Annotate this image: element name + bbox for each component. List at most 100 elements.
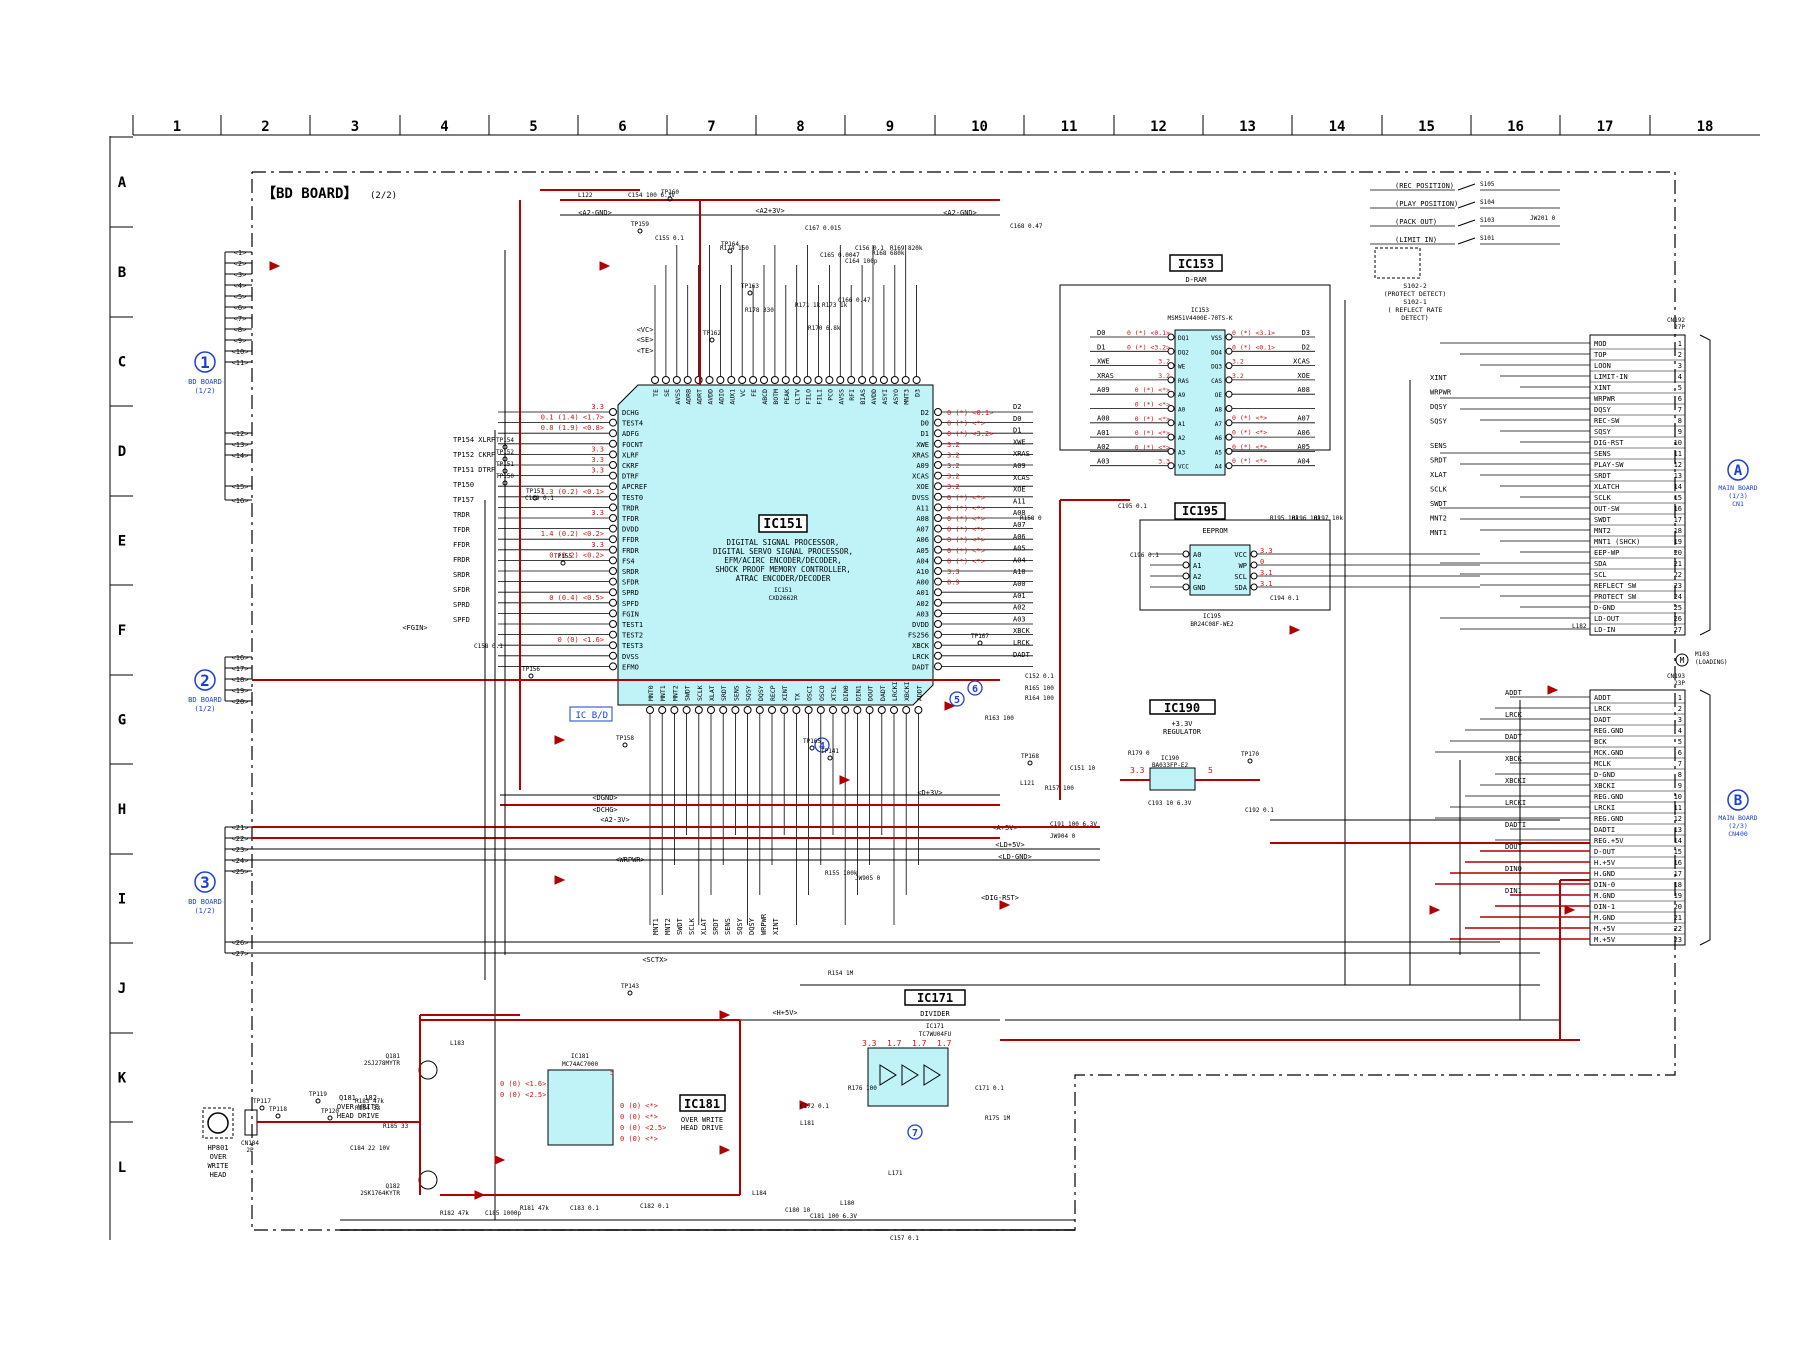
part-ref: R183 47k — [355, 1098, 384, 1105]
cn192-pin-number: 17 — [1674, 516, 1682, 524]
signal-arrow — [1547, 685, 1559, 695]
ic153-signal: A03 — [1097, 457, 1110, 465]
ic151-voltage: 3.2 — [947, 483, 960, 491]
bottom-signal: XLAT — [700, 917, 708, 935]
head-label: OVER — [210, 1153, 228, 1161]
signal-label: WRPWR — [1430, 389, 1452, 397]
ic151-pin — [658, 706, 667, 714]
ic151-top-pin-name: FILI — [816, 389, 824, 405]
ic151-top-pin-name: ADIO — [717, 389, 725, 405]
jw201: JW201 0 — [1530, 215, 1556, 222]
ic151-pin — [934, 429, 942, 438]
ic151-top-pin-name: ADRB — [685, 389, 693, 405]
cn192-pin-label: SRDT — [1594, 472, 1612, 480]
ic153-pin-name: A9 — [1178, 392, 1186, 399]
cn193-pin-label: DADT — [1594, 716, 1612, 724]
part-ref: C165 0.0047 — [820, 252, 860, 259]
ic153-voltage: 0 (*) <*> — [1232, 457, 1267, 465]
connector-pin-label: <4> — [234, 282, 247, 290]
ic151-pin — [609, 641, 617, 650]
ic151-pin — [609, 598, 617, 607]
test-point — [275, 1113, 281, 1119]
ic151-left-signal: TP152 CKRF — [453, 451, 495, 459]
ic151-pin — [738, 376, 747, 384]
ic195-subtitle: EEPROM — [1202, 527, 1227, 535]
q182-transistor — [418, 1170, 438, 1190]
part-ref: R170 6.8k — [808, 325, 841, 332]
cn192-pin-label: OUT-SW — [1594, 505, 1620, 513]
ic151-voltage: 3.3 — [591, 509, 604, 517]
test-point — [622, 742, 628, 748]
motor-ref: M103 — [1695, 651, 1710, 658]
q181-label: HEAD DRIVE — [337, 1112, 379, 1120]
power-tag: <LD-GND> — [998, 853, 1032, 861]
q182-ref: Q182 — [386, 1183, 401, 1190]
ic151-bottom-pin-name: LRCKI — [891, 681, 899, 701]
ic151-bottom-pin-name: SENS — [732, 685, 740, 701]
part-ref: C195 0.1 — [1118, 503, 1147, 510]
cn192-pin-number: 25 — [1674, 604, 1682, 612]
test-point — [528, 673, 534, 679]
ic151-right-signal: A05 — [1013, 545, 1026, 553]
ic195-pin — [1250, 583, 1258, 591]
power-tag: <TE> — [637, 347, 654, 355]
part-ref: JW905 0 — [855, 875, 881, 882]
connector-bracket — [1699, 334, 1711, 636]
board-title: 【BD BOARD】 — [262, 186, 357, 202]
ic153-signal: A08 — [1297, 386, 1310, 394]
s102-label: S102-2 — [1403, 282, 1427, 290]
column-number: 6 — [618, 119, 626, 135]
connector-pin-label: <18> — [232, 676, 249, 684]
ic151-left-pin-name: DTRF — [622, 473, 639, 481]
ic151-left-signal: TP150 — [453, 481, 474, 489]
connector-pin-label: <5> — [234, 293, 247, 301]
part-ref: C169 0.1 — [525, 495, 554, 502]
board-outline — [251, 171, 1676, 1231]
ic153-signal: A01 — [1097, 429, 1110, 437]
ic151-bottom-pin-name: SCLK — [696, 685, 704, 701]
ic190-part-number: BA033FP-E2 — [1152, 762, 1189, 769]
cn104-body — [244, 1109, 258, 1136]
cn193-pin-label: REG.GND — [1594, 727, 1624, 735]
ic151-part: IC151 — [774, 587, 792, 594]
ic151-title-box — [758, 514, 808, 533]
switch-label: (PLAY POSITION) — [1395, 200, 1458, 208]
ic151-voltage: 0 (*) <*> — [947, 526, 985, 534]
ic151-bottom-pin-name: OSCI — [806, 685, 814, 701]
cn192-pin-number: 6 — [1678, 395, 1682, 403]
cn193-pin-label: M.+5V — [1594, 925, 1616, 933]
ic151-pin — [609, 567, 617, 575]
test-point-label: TP167 — [971, 633, 989, 640]
main-board-label: MAIN BOARD — [1718, 814, 1757, 822]
connector-pin-label: <1> — [234, 249, 247, 257]
q181-transistor — [418, 1060, 438, 1080]
part-ref: C154 100 6.3V — [628, 192, 675, 199]
cn192-pin-number: 26 — [1674, 615, 1682, 623]
waveform-ref — [907, 1124, 923, 1140]
part-ref: C167 0.015 — [805, 225, 842, 232]
ic151-right-pin-name: XCAS — [912, 473, 929, 481]
cn192-pin-number: 24 — [1674, 593, 1682, 601]
cn192-pin-label: WRPWR — [1594, 395, 1616, 403]
connector-pin-label: <15> — [232, 483, 249, 491]
ic195-pin-name: A2 — [1193, 573, 1201, 581]
main-board-ref — [1727, 789, 1749, 811]
cn192-pin-number: 11 — [1674, 450, 1682, 458]
main-board-ref — [1727, 459, 1749, 481]
ic153-voltage: 0 (*) <*> — [1232, 443, 1267, 451]
ic151-left-signal: TP151 DTRF — [453, 466, 495, 474]
part-ref: C166 0.47 — [838, 297, 871, 304]
signal-label: SWDT — [1430, 500, 1448, 508]
part-ref: R182 47k — [440, 1210, 469, 1217]
cn193-pin-number: 15 — [1674, 848, 1682, 856]
power-tag: <A2-GND> — [578, 209, 612, 217]
signal-arrow — [599, 261, 611, 271]
signal-arrow — [839, 775, 851, 785]
ic151-bottom-pin-name: SQSY — [745, 685, 753, 701]
cn193-pin-label: H.GND — [1594, 870, 1615, 878]
cn192-pin-number: 14 — [1674, 483, 1682, 491]
ic151-right-pin-name: A04 — [916, 557, 929, 565]
connector-pin-label: <3> — [234, 271, 247, 279]
ic151-body — [617, 384, 934, 706]
ic151-right-pin-name: DADT — [912, 663, 930, 671]
